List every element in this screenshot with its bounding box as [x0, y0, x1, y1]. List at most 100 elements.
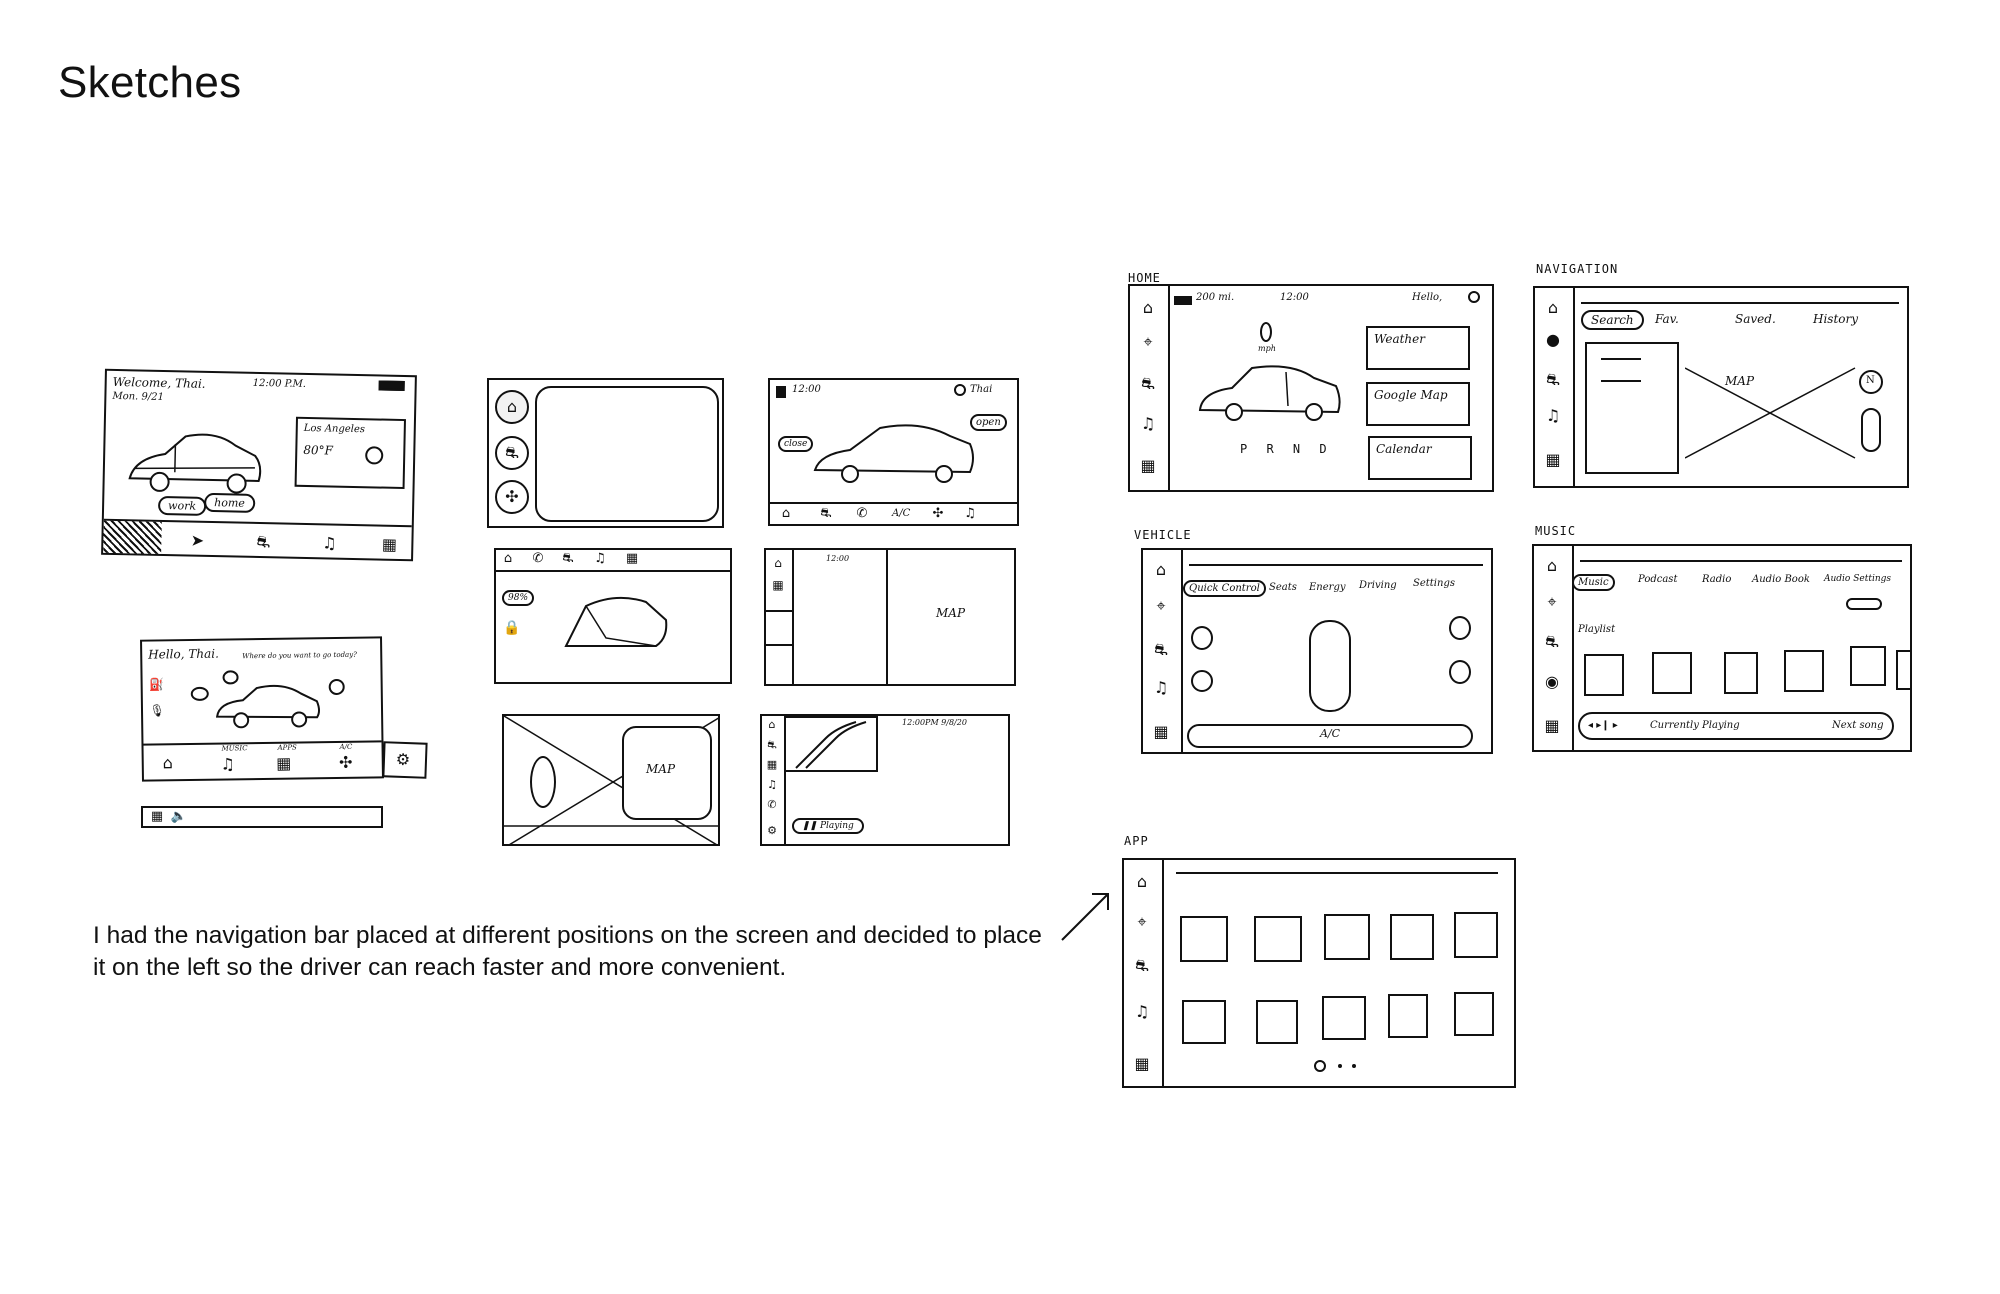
home-icon[interactable]: ⌂ [1547, 298, 1559, 317]
car-round-button[interactable] [495, 436, 529, 470]
home-icon[interactable]: ⌂ [1142, 298, 1154, 317]
apps-icon[interactable]: ▦ [772, 578, 784, 592]
navigate-icon[interactable]: ➤ [190, 530, 205, 550]
avatar[interactable] [1468, 291, 1480, 303]
map-placeholder[interactable] [1685, 348, 1865, 468]
app-tile[interactable] [1182, 1000, 1226, 1044]
music-icon[interactable]: ♫ [322, 533, 337, 553]
ac-label[interactable]: A/C [892, 508, 911, 519]
lock-icon[interactable]: 🔒 [503, 620, 521, 636]
apps-icon[interactable]: ▦ [1153, 722, 1169, 741]
apps-icon[interactable]: ▦ [1544, 716, 1560, 735]
home-icon[interactable]: ⌂ [1136, 872, 1148, 891]
tab-audio-settings[interactable]: Audio Settings [1824, 574, 1891, 584]
home-icon[interactable]: ⌂ [781, 506, 791, 521]
music-icon[interactable]: ♫ [1134, 1002, 1150, 1021]
home-icon[interactable]: ⌂ [768, 718, 776, 731]
playback-controls-icon[interactable]: ◂ ▸❙ ▸ [1588, 720, 1618, 731]
playing-bar[interactable]: ❚❚ Playing [792, 818, 864, 834]
google-map-widget[interactable]: Google Map [1366, 382, 1470, 426]
home-icon[interactable]: ⌂ [503, 551, 513, 566]
results-list[interactable] [1585, 342, 1679, 474]
playlist-card[interactable] [1896, 650, 1910, 690]
car-icon[interactable]: ⛐ [1141, 374, 1155, 393]
calendar-widget[interactable]: Calendar [1368, 436, 1472, 480]
playlist-card[interactable] [1652, 652, 1692, 694]
page-indicator-active[interactable] [1314, 1060, 1326, 1072]
page-indicator[interactable] [1338, 1064, 1342, 1068]
mini-map[interactable] [784, 716, 878, 772]
app-tile[interactable] [1322, 996, 1366, 1040]
tab-seats[interactable]: Seats [1269, 582, 1297, 593]
settings-tab-tail[interactable]: ⚙ [382, 741, 428, 779]
phone-icon[interactable]: ✆ [767, 798, 777, 811]
page-indicator[interactable] [1352, 1064, 1356, 1068]
music-icon[interactable]: ♫ [964, 506, 976, 521]
apps-icon[interactable]: ▦ [766, 758, 778, 771]
home-shortcut-button[interactable]: home [204, 492, 256, 513]
settings-icon[interactable]: ⚙ [767, 824, 777, 837]
fan-round-button[interactable] [495, 480, 529, 514]
app-tile[interactable] [1390, 914, 1434, 960]
seat-control-rear-right[interactable] [1449, 660, 1471, 684]
app-tile[interactable] [1256, 1000, 1298, 1044]
music-icon[interactable]: ♫ [1140, 414, 1156, 433]
place-shortcut[interactable] [328, 678, 345, 696]
nav-home-selected[interactable] [103, 520, 162, 558]
home-shortcut[interactable] [190, 686, 209, 701]
tab-settings[interactable]: Settings [1413, 578, 1455, 589]
location-selected-icon[interactable]: ● [1546, 330, 1560, 349]
home-round-button[interactable] [495, 390, 529, 424]
open-button[interactable]: open [970, 414, 1007, 431]
playlist-card[interactable] [1784, 650, 1824, 692]
tab-radio[interactable]: Radio [1702, 574, 1732, 585]
seat-control-rear-left[interactable] [1191, 670, 1213, 692]
app-tile[interactable] [1180, 916, 1228, 962]
home-icon[interactable]: ⌂ [1155, 560, 1167, 579]
car-icon[interactable]: ⛐ [820, 506, 832, 521]
next-song-text[interactable]: Next song [1832, 720, 1884, 731]
car-selected-icon[interactable]: ⛐ [1154, 640, 1168, 659]
app-tile[interactable] [1254, 916, 1302, 962]
phone-icon[interactable]: ✆ [532, 551, 544, 566]
location-icon[interactable]: ⌖ [1137, 912, 1147, 931]
player-bar[interactable]: ◂ ▸❙ ▸ Currently Playing Next song [1578, 712, 1894, 740]
car-icon[interactable]: ⛐ [562, 551, 574, 566]
weather-widget[interactable]: Weather [1366, 326, 1470, 370]
car-icon[interactable]: ⛐ [767, 738, 777, 751]
apps-icon[interactable]: ▦ [625, 551, 639, 566]
tab-quick-control[interactable]: Quick Control [1183, 580, 1266, 597]
music-icon[interactable]: ♫ [220, 754, 236, 774]
tab-music[interactable]: Music [1572, 574, 1615, 591]
close-button[interactable]: close [778, 436, 814, 452]
app-tile[interactable] [1388, 994, 1428, 1038]
compass-button[interactable] [1859, 370, 1883, 394]
map-card[interactable]: MAP [622, 726, 712, 820]
tab-search[interactable]: Search [1581, 310, 1644, 330]
location-icon[interactable]: ⌖ [1547, 592, 1557, 611]
music-icon[interactable]: ♫ [1153, 678, 1169, 697]
seat-control-front-left[interactable] [1191, 626, 1213, 650]
app-tile[interactable] [1324, 914, 1370, 960]
phone-icon[interactable]: ✆ [856, 506, 868, 521]
playlist-card[interactable] [1584, 654, 1624, 696]
apps-icon[interactable]: ▦ [276, 753, 292, 773]
app-tile[interactable] [1454, 992, 1494, 1036]
gear-selector[interactable]: P R N D [1240, 442, 1333, 456]
car-icon[interactable]: ⛐ [1545, 632, 1559, 651]
tab-audio-book[interactable]: Audio Book [1752, 574, 1810, 585]
tab-driving[interactable]: Driving [1359, 580, 1397, 591]
avatar[interactable] [954, 384, 966, 396]
gear-icon[interactable]: ⚙ [395, 749, 411, 770]
music-icon[interactable]: ♫ [594, 551, 606, 566]
tab-energy[interactable]: Energy [1309, 582, 1346, 593]
apps-icon[interactable]: ▦ [381, 534, 398, 554]
search-toggle[interactable] [1846, 598, 1882, 610]
music-icon[interactable]: ♫ [767, 778, 777, 791]
mic-icon[interactable]: 🎙 [149, 703, 165, 718]
work-button[interactable]: work [157, 495, 207, 516]
app-tile[interactable] [1454, 912, 1498, 958]
car-icon[interactable]: ⛐ [1546, 370, 1560, 389]
fan-icon[interactable]: ✣ [338, 752, 353, 772]
fan-icon[interactable]: ✣ [932, 506, 944, 521]
